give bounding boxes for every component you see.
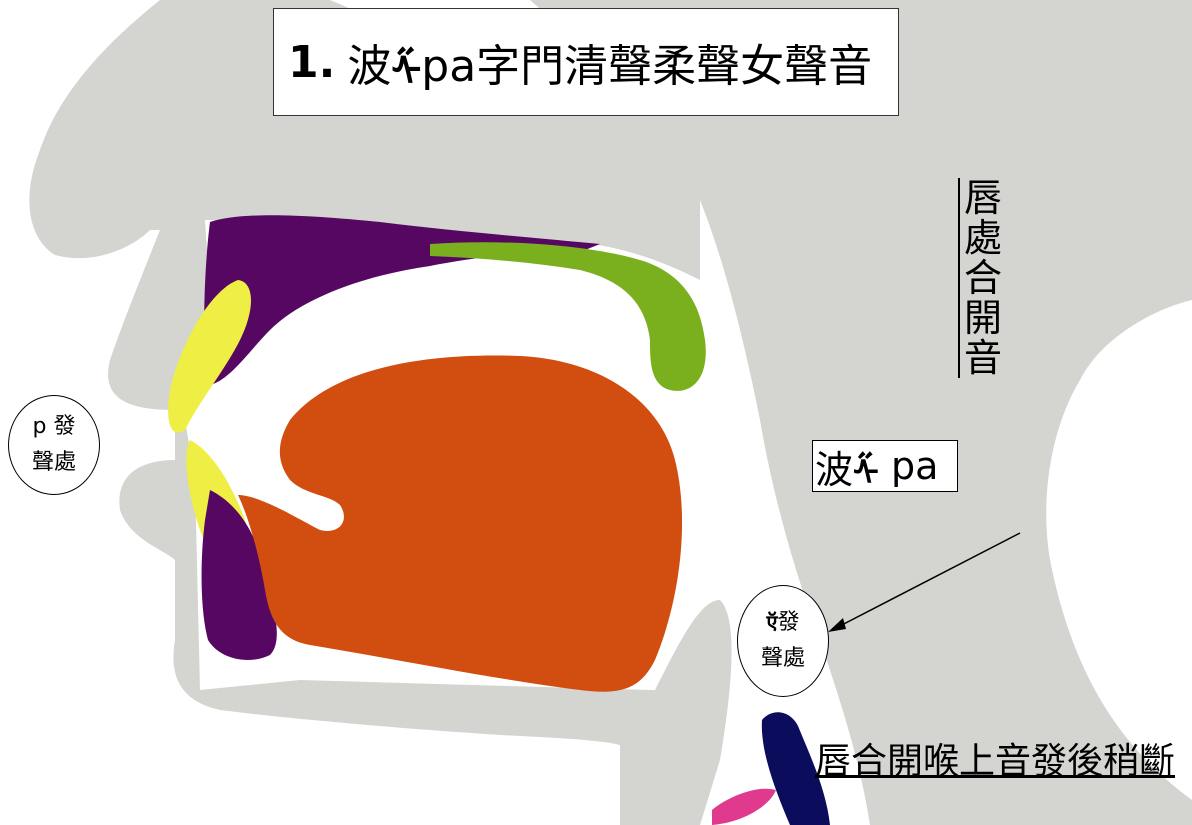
vertical-label-char: 唇 [963,176,1002,220]
pa-label-box: 波 ᠱ pa [812,440,958,494]
bubble-left-line2: 聲處 [31,450,76,475]
pharynx-wall [530,0,1192,825]
upper-lip [168,280,252,433]
title-char: 波 [347,41,392,92]
epiglottis [761,712,830,825]
title-box: 1. 波 ᠱ pa字門清聲柔聲女聲音 [273,8,899,116]
bubble-right-line2: 聲處 [760,646,805,671]
bottom-label: 唇合開喉上音發後稍斷 [815,741,1176,782]
vertical-label-char: 開 [963,296,1002,340]
title-number: 1. [288,36,336,88]
articulation-bubble-right: ऍ發 聲處 [737,585,829,697]
tongue [238,355,683,692]
lower-throat [620,600,732,825]
bubble-left-line1: p 發 [32,414,76,439]
hard-palate [204,215,600,385]
vertical-label: 唇 處 合 開 音 [958,178,1006,378]
soft-palate [430,242,706,391]
face-profile [29,0,701,825]
pointer-arrow-line [835,532,1021,629]
bubble-right-text: 發 [777,610,800,635]
pa-char: 波 [815,447,854,492]
vertical-label-char: 合 [963,256,1002,300]
pa-siddham-glyph: ᠱ [853,454,879,494]
vocal-fold [712,788,776,825]
pa-roman: pa [878,444,939,488]
vertical-label-char: 音 [963,336,1002,380]
vertical-label-char: 處 [963,216,1002,260]
title-siddham-glyph: ᠱ [391,49,422,95]
bubble-right-line1: ऍ發 [767,605,800,641]
bubble-right-siddham-glyph: ऍ [766,611,778,634]
articulation-bubble-left: p 發 聲處 [8,395,100,495]
lower-jaw [201,490,277,660]
pointer-arrowhead [828,618,846,632]
title-text: pa字門清聲柔聲女聲音 [421,41,873,92]
